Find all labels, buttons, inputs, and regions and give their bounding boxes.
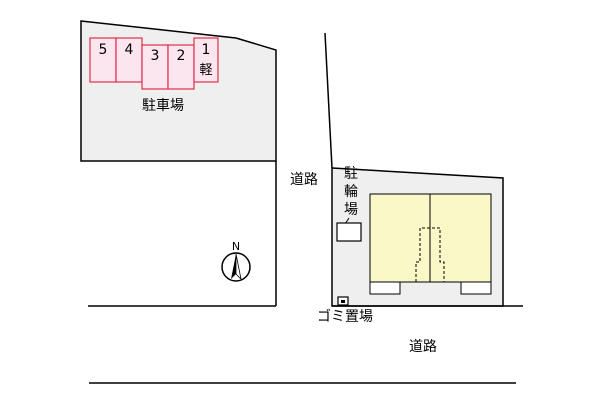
north-arrow-half-icon [235,253,242,281]
bicycle-parking-label-char-1: 駐 [344,166,358,182]
balcony-right [460,281,492,295]
parking-space-1-number: 1 [202,42,211,58]
parking-space-2-number: 2 [177,48,186,64]
building-unit-left [369,193,431,283]
bicycle-parking-label-char-3: 場 [344,202,358,218]
road-label-bottom: 道路 [409,339,437,355]
parking-space-3-number: 3 [151,48,160,64]
building-unit-right [429,193,492,283]
parking-lot: 5 4 3 2 1 軽 駐車場 [80,20,277,162]
parking-lot-label: 駐車場 [142,97,184,114]
left-plot-boundary [88,161,277,307]
bicycle-parking: 駐 輪 場 [336,166,362,242]
balcony-left [369,281,401,295]
compass-north-label: N [232,240,240,253]
apartment-lot-west-boundary [324,32,333,169]
garbage-area-label: ゴミ置場 [317,308,373,325]
kei-car-label: 軽 [199,63,212,78]
garbage-area-inner [341,300,345,303]
bicycle-parking-label-char-2: 輪 [344,183,358,200]
road-label-left: 道路 [290,172,318,188]
parking-space-5-number: 5 [99,42,108,58]
compass: N [221,240,251,282]
apartment-site: 駐 輪 場 [324,32,523,307]
parking-space-4-number: 4 [125,42,134,58]
parking-space-3 [141,44,169,90]
parking-space-1 [193,37,219,83]
apartment-building [369,193,492,295]
bicycle-parking-box [336,222,362,242]
parking-space-2 [167,44,195,90]
parking-spaces: 5 4 3 2 1 軽 [89,37,219,90]
parking-space-4 [115,37,143,83]
entrance-outline [415,227,445,282]
